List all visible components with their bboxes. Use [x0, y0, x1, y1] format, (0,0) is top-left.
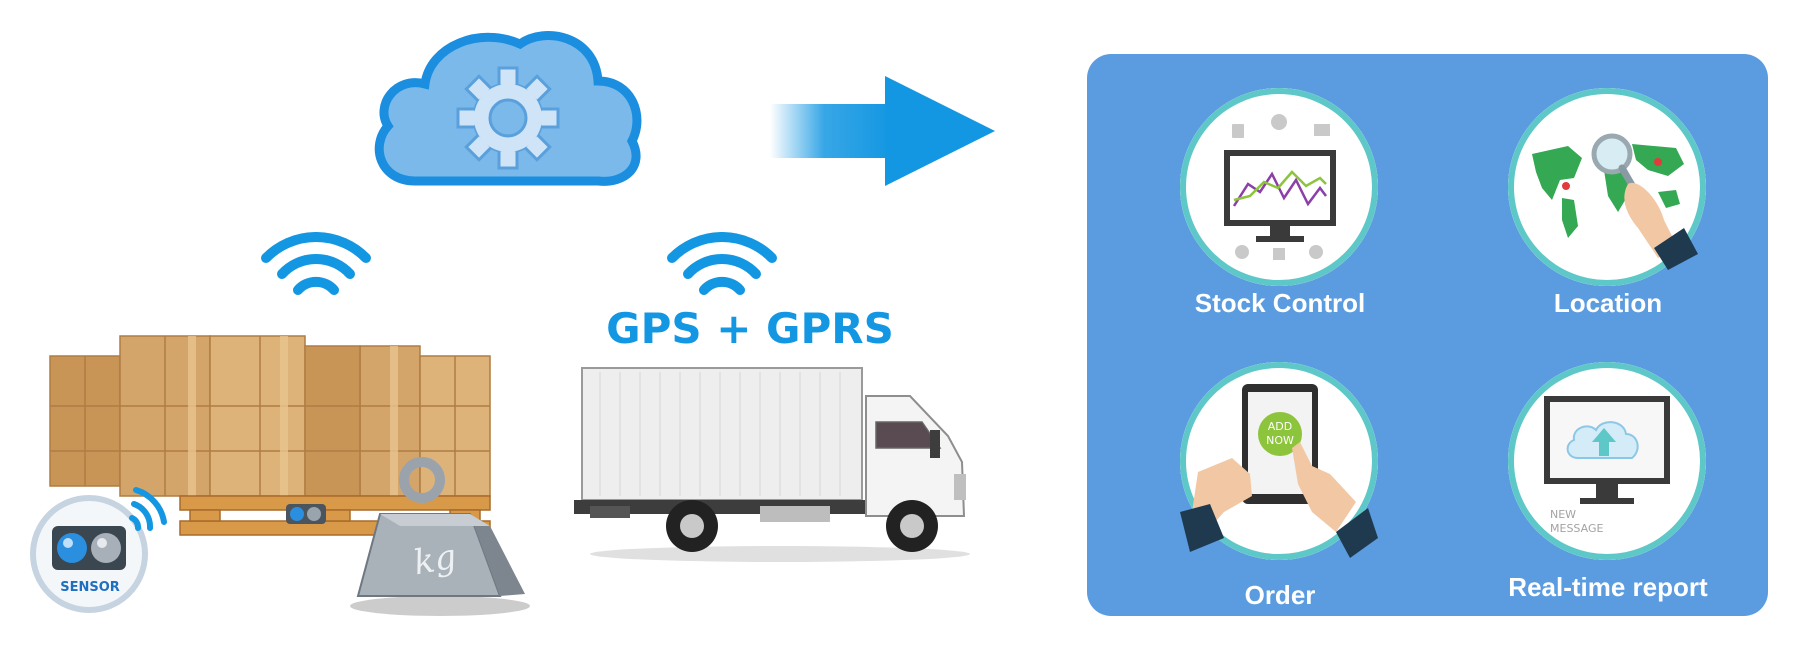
gps-gprs-label: GPS + GPRS — [606, 304, 894, 353]
add-now-text-2: NOW — [1266, 434, 1294, 447]
weight-icon: kg — [340, 456, 540, 616]
wifi-icon — [258, 232, 374, 296]
stock-control-circle — [1180, 88, 1378, 286]
world-map-icon — [1532, 133, 1698, 270]
features-panel: Stock Control Location — [1087, 54, 1768, 616]
order-circle: ADD NOW — [1180, 362, 1378, 560]
add-now-text-1: ADD — [1267, 420, 1293, 433]
feature-label: Real-time report — [1508, 572, 1708, 602]
feature-order: ADD NOW Order — [1160, 362, 1400, 622]
arrow-right-icon — [770, 76, 995, 186]
tablet-icon — [1180, 384, 1378, 558]
feature-label: Order — [1244, 580, 1316, 610]
monitor-chart-icon — [1224, 114, 1336, 260]
feature-stock-control: Stock Control — [1160, 88, 1400, 348]
real-time-report-circle: NEW MESSAGE — [1508, 362, 1706, 560]
monitor-cloud-icon — [1544, 396, 1670, 504]
sensor-icon: SENSOR — [24, 476, 184, 614]
new-message-text-1: NEW — [1550, 508, 1577, 521]
wifi-icon — [664, 232, 780, 296]
truck-icon — [570, 366, 990, 566]
feature-location: Location — [1488, 88, 1728, 348]
feature-label: Stock Control — [1194, 288, 1366, 318]
feature-real-time-report: NEW MESSAGE Real-time report — [1488, 362, 1728, 622]
cloud-gear-icon — [370, 26, 645, 188]
sensor-label: SENSOR — [60, 580, 120, 595]
new-message-text-2: MESSAGE — [1550, 522, 1604, 535]
location-circle — [1508, 88, 1706, 286]
feature-label: Location — [1553, 288, 1663, 318]
